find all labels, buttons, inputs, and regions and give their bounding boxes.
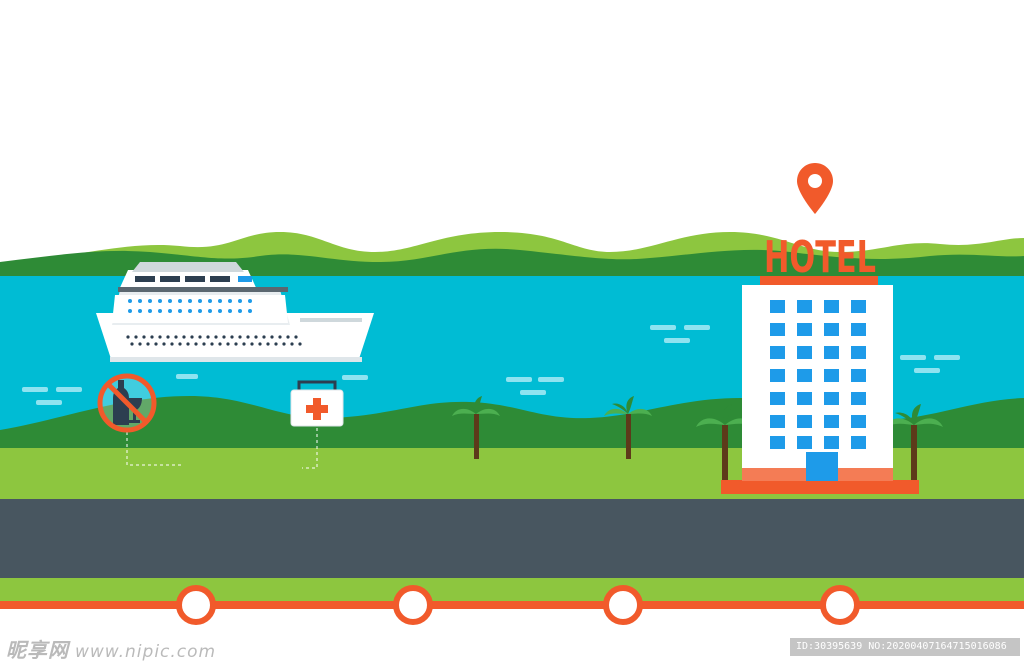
timeline-line (0, 601, 1024, 609)
hotel-base (721, 480, 919, 494)
hotel-facade (742, 285, 893, 480)
road (0, 499, 1024, 579)
near-hills (0, 248, 1024, 280)
watermark-url: www.nipic.com (75, 642, 217, 662)
timeline-stop-2[interactable] (393, 585, 433, 625)
palm-tree-icon (452, 396, 500, 459)
first-aid-kit-icon (290, 380, 344, 427)
water-ripples (22, 325, 960, 405)
timeline-stop-3[interactable] (603, 585, 643, 625)
ship-hull (96, 313, 374, 362)
watermark-id: ID:30395639 NO:20200407164715016086 (790, 638, 1020, 656)
hotel-door (806, 452, 838, 481)
palm-tree-icon (604, 396, 652, 459)
hotel-windows (770, 300, 866, 449)
cruise-ship (96, 262, 374, 362)
timeline-stop-4[interactable] (820, 585, 860, 625)
hotel-building: HOTEL (721, 232, 919, 494)
timeline-stop-1[interactable] (176, 585, 216, 625)
hotel-sign: HOTEL (764, 232, 876, 283)
bottom-grass (0, 578, 1024, 602)
timeline-stops (176, 585, 860, 625)
watermark-logo: 昵享网 www.nipic.com (6, 634, 216, 663)
hotel-roof (760, 276, 878, 286)
location-pin-icon (797, 163, 833, 214)
ship-portholes-upper (128, 299, 252, 313)
watermark-logo-text: 昵享网 (6, 638, 69, 662)
ship-portholes-lower (126, 335, 302, 346)
no-alcohol-icon (97, 373, 157, 433)
dashed-connectors (126, 236, 318, 469)
